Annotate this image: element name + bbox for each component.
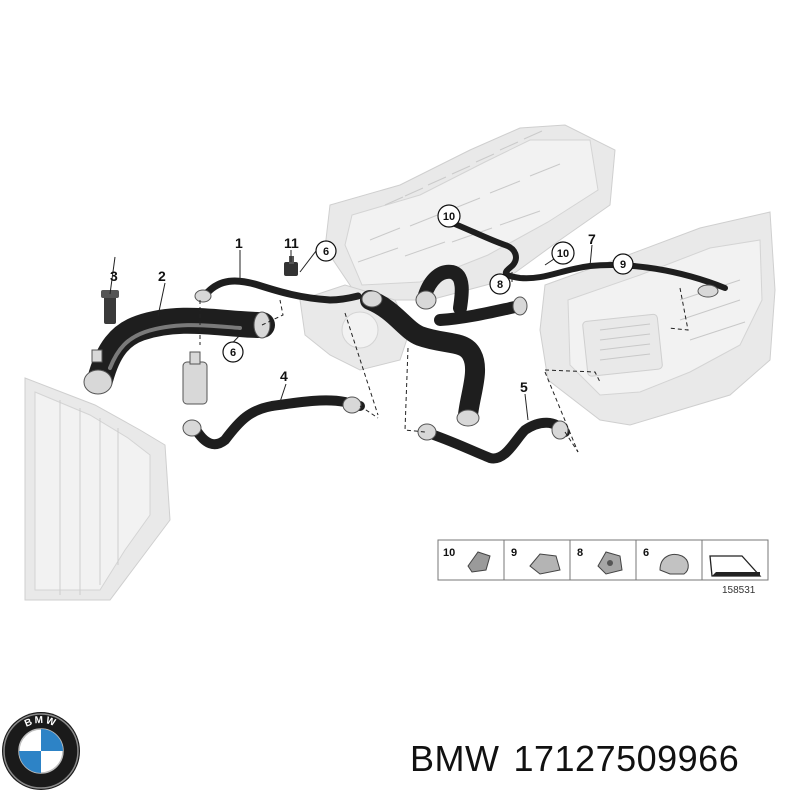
intake-module-ghost bbox=[539, 211, 776, 426]
circled-callout-10b: 10 bbox=[551, 241, 575, 265]
bmw-logo: BMW bbox=[2, 712, 80, 790]
callout-1: 1 bbox=[235, 235, 243, 251]
brand-row: BMW bbox=[0, 705, 800, 800]
circled-callout-9: 9 bbox=[612, 253, 634, 275]
callout-3: 3 bbox=[110, 268, 118, 284]
callout-4: 4 bbox=[280, 368, 288, 384]
callout-7: 7 bbox=[588, 231, 596, 247]
product-title: BMW 17127509966 bbox=[410, 738, 753, 780]
svg-text:BMW: BMW bbox=[23, 715, 59, 730]
callout-5: 5 bbox=[520, 379, 528, 395]
svg-text:8: 8 bbox=[577, 547, 583, 559]
circled-callout-10a: 10 bbox=[437, 204, 461, 228]
svg-text:9: 9 bbox=[511, 547, 517, 559]
radiator-ghost bbox=[24, 377, 171, 601]
callout-2: 2 bbox=[158, 268, 166, 284]
svg-text:10: 10 bbox=[557, 248, 569, 260]
part-1-hose bbox=[194, 277, 362, 304]
svg-text:10: 10 bbox=[443, 547, 455, 559]
legend-item-8: 8 bbox=[577, 547, 623, 575]
dashed-lines bbox=[199, 287, 689, 453]
legend-item-6: 6 bbox=[643, 547, 689, 575]
svg-text:8: 8 bbox=[497, 279, 503, 291]
callout-11: 11 bbox=[284, 235, 299, 251]
part-5-hose bbox=[417, 417, 570, 464]
circled-callouts: 6 6 8 9 10 10 bbox=[222, 204, 634, 363]
part-4-hose bbox=[182, 395, 365, 450]
svg-text:9: 9 bbox=[620, 259, 626, 271]
svg-text:6: 6 bbox=[643, 547, 649, 559]
drawing-number: 158531 bbox=[722, 585, 756, 596]
brand-name: BMW bbox=[410, 738, 500, 779]
legend-item-9: 9 bbox=[511, 547, 561, 575]
central-hoses bbox=[360, 264, 528, 427]
part-3-sensor bbox=[101, 290, 119, 324]
circled-callout-8: 8 bbox=[489, 273, 511, 295]
part-number: 17127509966 bbox=[513, 738, 740, 779]
svg-text:6: 6 bbox=[323, 246, 329, 258]
legend-arrow bbox=[709, 555, 762, 577]
circled-callout-6a: 6 bbox=[315, 240, 337, 262]
svg-text:6: 6 bbox=[230, 347, 236, 359]
legend-strip: 10 9 8 6 bbox=[437, 539, 769, 581]
valve-fitting bbox=[182, 351, 208, 405]
circled-callout-6b: 6 bbox=[222, 341, 244, 363]
legend-item-10: 10 bbox=[443, 547, 491, 573]
callout-numbers: 1 2 3 4 5 7 11 bbox=[110, 231, 596, 395]
svg-text:10: 10 bbox=[443, 211, 455, 223]
engine-block-ghost bbox=[324, 124, 616, 301]
